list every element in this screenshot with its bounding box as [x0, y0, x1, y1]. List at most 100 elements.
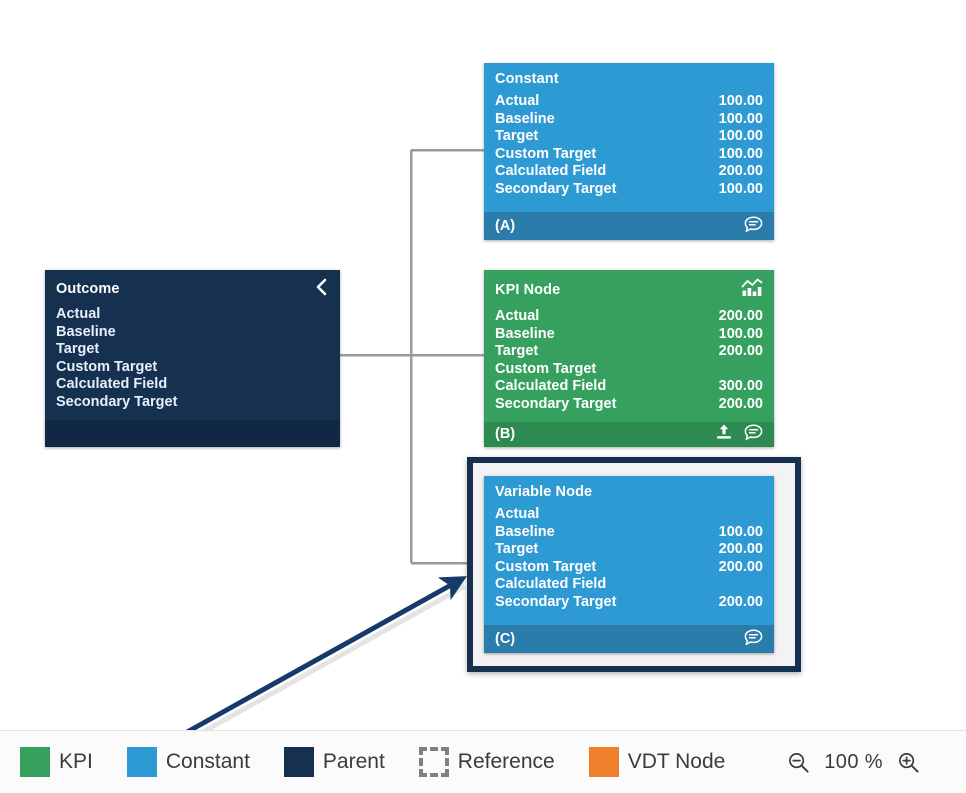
value-calculated-field: 300.00 — [718, 378, 763, 395]
row-baseline: Baseline 100.00 — [495, 524, 763, 542]
row-secondary-target: Secondary Target 200.00 — [495, 396, 763, 414]
diagram-canvas[interactable]: Outcome Actual Baseline Target Custom T — [0, 0, 966, 730]
node-constant[interactable]: Constant Actual 100.00 Baseline 100.00 T… — [484, 63, 774, 240]
node-constant-footer-icons — [744, 215, 763, 237]
comment-icon[interactable] — [744, 628, 763, 650]
node-kpi-title: KPI Node — [495, 282, 561, 298]
label-secondary-target: Secondary Target — [495, 395, 617, 412]
node-kpi[interactable]: KPI Node Actual 200.00 Baseline 100.00 — [484, 270, 774, 447]
row-calculated-field: Calculated Field — [56, 376, 329, 394]
legend-label-kpi: KPI — [59, 750, 93, 773]
row-secondary-target: Secondary Target — [56, 394, 329, 412]
node-constant-title: Constant — [495, 71, 559, 87]
legend-label-constant: Constant — [165, 750, 250, 773]
label-target: Target — [495, 128, 539, 145]
node-constant-header: Constant — [484, 63, 774, 89]
upload-icon[interactable] — [715, 423, 733, 445]
row-baseline: Baseline 100.00 — [495, 111, 763, 129]
label-custom-target: Custom Target — [495, 558, 597, 575]
value-baseline: 100.00 — [718, 325, 763, 342]
value-actual: 200.00 — [718, 308, 763, 324]
node-variable-header: Variable Node — [484, 476, 774, 502]
label-actual: Actual — [495, 93, 540, 109]
legend-item-kpi[interactable]: KPI — [20, 747, 93, 777]
value-target: 100.00 — [718, 128, 763, 145]
connector-lines — [340, 148, 484, 565]
legend-swatch-reference — [418, 747, 449, 777]
row-target: Target 200.00 — [495, 343, 763, 361]
row-calculated-field: Calculated Field 200.00 — [495, 163, 763, 181]
node-outcome-footer — [45, 419, 340, 447]
row-secondary-target: Secondary Target 200.00 — [495, 594, 763, 612]
label-baseline: Baseline — [56, 323, 116, 340]
legend-item-constant[interactable]: Constant — [126, 747, 250, 777]
label-custom-target: Custom Target — [495, 145, 597, 162]
label-actual: Actual — [495, 506, 540, 522]
value-baseline: 100.00 — [718, 110, 763, 127]
combo-chart-icon[interactable] — [741, 278, 763, 302]
row-target: Target 100.00 — [495, 128, 763, 146]
row-custom-target: Custom Target 200.00 — [495, 559, 763, 577]
value-custom-target: 200.00 — [718, 558, 763, 575]
row-target: Target 200.00 — [495, 541, 763, 559]
label-calculated-field: Calculated Field — [495, 576, 607, 593]
label-actual: Actual — [495, 308, 540, 324]
row-calculated-field: Calculated Field — [495, 576, 763, 594]
legend-label-parent: Parent — [322, 750, 385, 773]
node-kpi-footer-label: (B) — [495, 426, 516, 443]
label-target: Target — [56, 341, 100, 358]
node-outcome-body: Actual Baseline Target Custom Target Cal… — [45, 302, 340, 420]
row-secondary-target: Secondary Target 100.00 — [495, 181, 763, 199]
node-outcome[interactable]: Outcome Actual Baseline Target Custom T — [45, 270, 340, 447]
node-variable-title: Variable Node — [495, 484, 593, 500]
chevron-left-icon[interactable] — [313, 278, 329, 300]
node-constant-footer: (A) — [484, 212, 774, 240]
value-custom-target: 100.00 — [718, 145, 763, 162]
row-target: Target — [56, 341, 329, 359]
value-secondary-target: 200.00 — [718, 395, 763, 412]
value-calculated-field: 200.00 — [718, 163, 763, 180]
legend-label-reference: Reference — [457, 750, 555, 773]
comment-icon[interactable] — [744, 424, 763, 445]
legend-bar: KPI Constant Parent Reference VDT Node 1… — [0, 730, 966, 793]
label-actual: Actual — [56, 306, 101, 322]
label-calculated-field: Calculated Field — [495, 163, 607, 180]
value-actual: 100.00 — [718, 93, 763, 109]
legend-swatch-vdt-node — [588, 747, 619, 777]
row-custom-target: Custom Target — [56, 359, 329, 377]
label-target: Target — [495, 541, 539, 558]
legend-item-parent[interactable]: Parent — [283, 747, 385, 777]
node-kpi-footer-icons — [715, 423, 763, 445]
node-variable-body: Actual Baseline 100.00 Target 200.00 Cus… — [484, 502, 774, 625]
node-variable[interactable]: Variable Node Actual Baseline 100.00 Tar… — [484, 476, 774, 653]
label-calculated-field: Calculated Field — [56, 376, 168, 393]
legend-item-reference[interactable]: Reference — [418, 747, 555, 777]
node-outcome-header: Outcome — [45, 270, 340, 302]
node-variable-footer-icons — [744, 628, 763, 650]
label-secondary-target: Secondary Target — [495, 180, 617, 197]
label-baseline: Baseline — [495, 325, 555, 342]
node-variable-footer: (C) — [484, 625, 774, 653]
row-actual: Actual 200.00 — [495, 308, 763, 326]
zoom-in-icon[interactable] — [897, 751, 920, 774]
legend-item-vdt-node[interactable]: VDT Node — [588, 747, 725, 777]
label-secondary-target: Secondary Target — [495, 593, 617, 610]
zoom-out-icon[interactable] — [787, 751, 810, 774]
legend-swatch-constant — [126, 747, 157, 777]
row-custom-target: Custom Target 100.00 — [495, 146, 763, 164]
node-kpi-footer: (B) — [484, 421, 774, 447]
label-custom-target: Custom Target — [495, 360, 597, 377]
label-baseline: Baseline — [495, 523, 555, 540]
row-actual: Actual — [495, 506, 763, 524]
value-target: 200.00 — [718, 541, 763, 558]
node-kpi-header: KPI Node — [484, 270, 774, 304]
comment-icon[interactable] — [744, 215, 763, 237]
row-actual: Actual 100.00 — [495, 93, 763, 111]
label-target: Target — [495, 343, 539, 360]
value-secondary-target: 200.00 — [718, 593, 763, 610]
value-baseline: 100.00 — [718, 523, 763, 540]
node-outcome-title: Outcome — [56, 281, 120, 297]
label-custom-target: Custom Target — [56, 358, 158, 375]
value-secondary-target: 100.00 — [718, 180, 763, 197]
legend-swatch-kpi — [20, 747, 50, 777]
